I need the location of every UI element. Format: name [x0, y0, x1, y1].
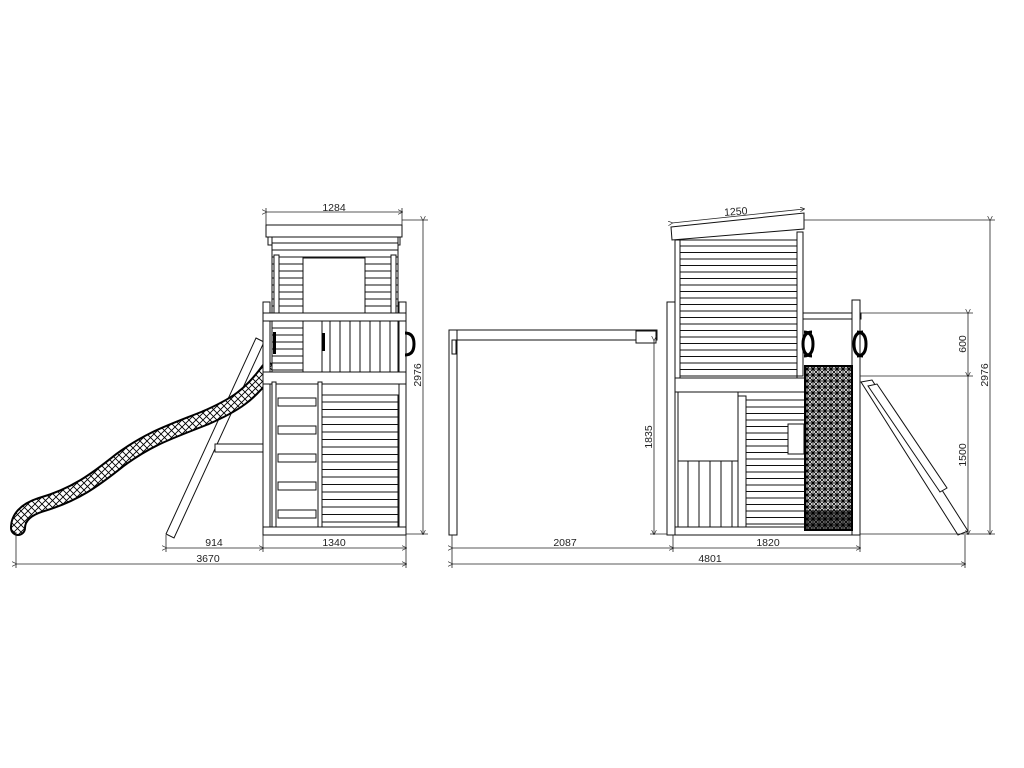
dim-tower-depth: 1340: [322, 537, 346, 549]
upper-wall-slats: [271, 236, 399, 318]
window-opening: [302, 257, 366, 315]
deck-beam: [674, 377, 806, 393]
small-window: [787, 423, 805, 455]
handle-icon: [273, 332, 276, 354]
dim-tower-width: 1820: [756, 537, 780, 549]
front-view-dimensions: 1250 2976 600 1500 1835 2087 1820 4801: [452, 205, 995, 568]
wavy-slide: [10, 362, 276, 536]
ladder-rung: [277, 481, 317, 491]
side-view-dimensions: 1284 2976 914 1340 3670: [16, 202, 428, 568]
front-view: [448, 212, 969, 536]
door: [302, 320, 323, 374]
balusters: [329, 321, 391, 372]
dim-upper-rail-height: 600: [957, 335, 969, 353]
dim-slide-support-offset: 914: [205, 537, 223, 549]
ladder: [271, 381, 323, 528]
dim-front-total-height: 2976: [979, 363, 991, 387]
roof: [265, 224, 403, 238]
climbing-net: [804, 365, 853, 531]
ladder-rung: [277, 453, 317, 463]
swing-beam: [448, 329, 658, 536]
side-view: [10, 224, 416, 539]
dim-deck-height: 1500: [957, 443, 969, 467]
climbing-ramp: [860, 379, 969, 536]
dim-total-height: 2976: [412, 363, 424, 387]
dim-swing-beam-length: 2087: [553, 537, 577, 549]
dim-total-width: 4801: [698, 553, 722, 565]
dim-roof-width: 1284: [322, 202, 346, 214]
picket-fence: [677, 460, 739, 528]
deck-wall: [271, 320, 399, 374]
top-rail: [262, 312, 407, 322]
dim-front-roof-width: 1250: [724, 205, 748, 219]
slide-support-leg: [165, 337, 266, 539]
deck-beam: [262, 371, 407, 385]
lower-wall-slats: [321, 394, 399, 528]
upper-wall-slats: [679, 239, 798, 379]
ladder-rung: [277, 509, 317, 519]
monkey-bar: [802, 312, 862, 320]
lower-wall-slats: [745, 399, 806, 528]
dim-total-length: 3670: [196, 553, 220, 565]
ladder-rung: [277, 425, 317, 435]
dim-swing-beam-height: 1835: [643, 425, 655, 449]
ladder-rung: [277, 397, 317, 407]
handle-icon: [404, 331, 416, 357]
base-beam: [262, 526, 407, 536]
